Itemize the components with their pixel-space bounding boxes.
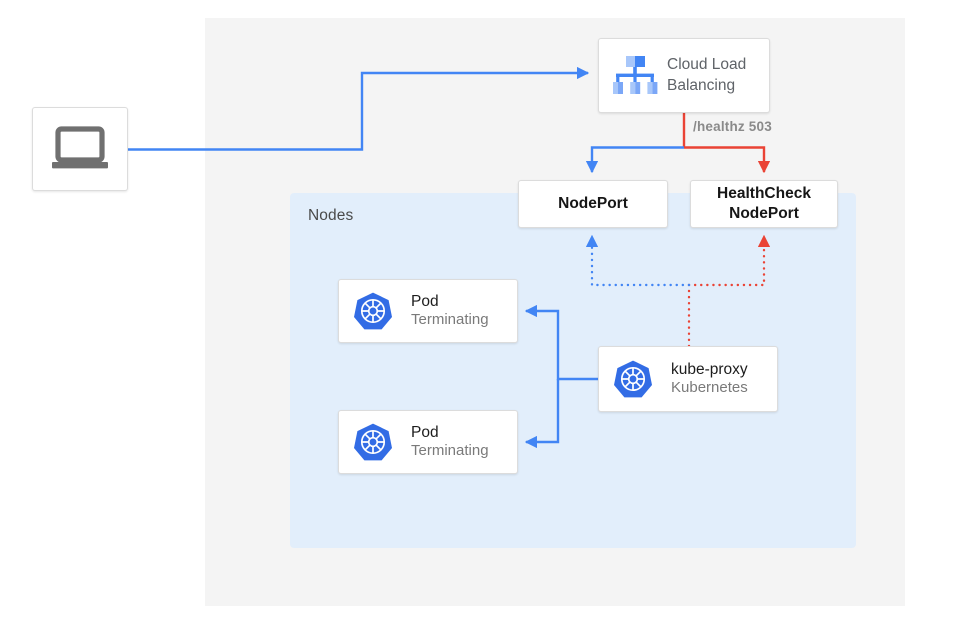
pod-node-1-title: Pod [411,292,439,310]
kubernetes-icon [354,423,392,461]
kube-proxy-subtitle: Kubernetes [671,379,748,397]
healthcheck-nodeport-label: HealthCheck NodePort [691,184,837,224]
pod-node-2-text: Pod Terminating [411,423,489,461]
pod-node-1-text: Pod Terminating [411,292,489,330]
kube-proxy-text: kube-proxy Kubernetes [671,360,748,398]
healthcheck-nodeport-node[interactable]: HealthCheck NodePort [690,180,838,228]
pod-node-2-title: Pod [411,423,439,441]
laptop-icon [52,126,108,169]
load-balancer-icon [613,55,658,94]
client-node[interactable] [32,107,128,191]
nodeport-node[interactable]: NodePort [518,180,668,228]
nodes-region-label: Nodes [308,207,354,224]
kube-proxy-node[interactable]: kube-proxy Kubernetes [598,346,778,412]
kubernetes-icon [614,360,652,398]
pod-node-2-status: Terminating [411,442,489,460]
healthz-status-label: /healthz 503 [693,119,772,134]
cloud-load-balancing-label-line1: Cloud Load [667,55,747,73]
healthcheck-nodeport-label-line1: HealthCheck [717,185,811,203]
cloud-load-balancing-label: Cloud Load Balancing [667,55,746,97]
healthcheck-nodeport-label-line2: NodePort [729,205,799,222]
pod-node-1[interactable]: Pod Terminating [338,279,518,343]
pod-node-2[interactable]: Pod Terminating [338,410,518,474]
nodeport-label: NodePort [558,195,628,213]
cloud-load-balancing-node[interactable]: Cloud Load Balancing [598,38,770,113]
pod-node-1-status: Terminating [411,311,489,329]
cloud-load-balancing-label-line2: Balancing [667,76,736,94]
kubernetes-icon [354,292,392,330]
kube-proxy-title: kube-proxy [671,360,748,378]
